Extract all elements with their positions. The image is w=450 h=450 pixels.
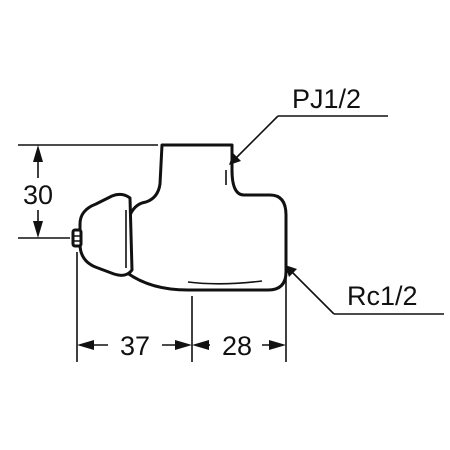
top-callout-leader: [235, 115, 279, 159]
width-left-arrow-end: [175, 340, 192, 350]
handle-knob: [78, 192, 134, 277]
tee-body-outline: [124, 143, 288, 292]
top-connection-label: PJ1/2: [292, 84, 361, 114]
top-callout-arrow: [229, 153, 241, 165]
side-callout-arrow: [285, 265, 297, 277]
side-connection-label: Rc1/2: [347, 281, 418, 311]
top-connection-callout: PJ1/2: [229, 84, 388, 165]
height-arrow-top: [33, 145, 43, 162]
outlet-bottom-edge: [187, 280, 263, 285]
knob-nub: [71, 228, 83, 248]
side-callout-leader: [291, 271, 335, 315]
width-left-arrow-start: [77, 340, 94, 350]
knob-nub-lines: [73, 235, 81, 242]
height-value: 30: [23, 180, 53, 210]
width-left-value: 37: [120, 331, 150, 361]
valve-body: [71, 143, 288, 292]
width-dimensions: 37 28: [76, 252, 287, 362]
height-dimension: 30: [18, 144, 158, 239]
width-right-arrow-end: [269, 340, 286, 350]
height-arrow-bottom: [33, 221, 43, 238]
side-connection-callout: Rc1/2: [285, 265, 444, 315]
width-right-arrow-start: [192, 340, 209, 350]
width-right-value: 28: [222, 331, 252, 361]
